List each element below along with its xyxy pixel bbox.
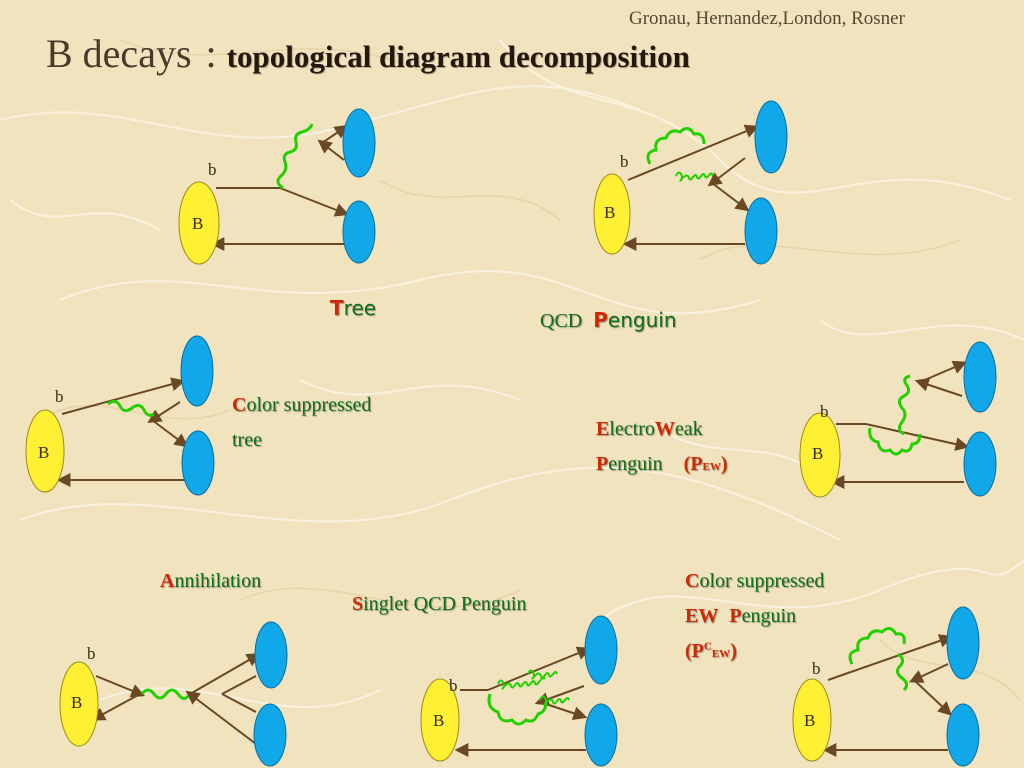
quark-line [908, 663, 949, 683]
meson-B-label: B [812, 444, 824, 463]
b-quark-label: b [812, 659, 821, 678]
W-boson-loop [487, 693, 548, 726]
final-meson [342, 200, 376, 264]
quark-line [913, 679, 953, 716]
meson-B-label: B [433, 711, 445, 730]
quark-line [185, 690, 257, 745]
final-meson [584, 703, 618, 767]
quark-line [317, 139, 345, 161]
meson-B [799, 412, 841, 498]
label-electroweak-penguin: ElectroWeak Penguin (PEW) [596, 418, 728, 475]
meson-B [792, 678, 832, 762]
final-meson [254, 621, 288, 689]
diagram-singlet-qcd-penguin [420, 615, 618, 767]
Z-photon [897, 374, 911, 436]
label-singlet-qcd-penguin: Singlet QCD Penguin [352, 593, 527, 615]
final-meson [744, 197, 778, 265]
gluon [675, 171, 714, 182]
meson-B [178, 181, 220, 265]
b-quark-label: b [55, 387, 64, 406]
title-subtitle: topological diagram decomposition [226, 39, 690, 74]
diagram-qcd-penguin [593, 100, 788, 265]
gluon [527, 669, 558, 680]
quark-line [707, 157, 746, 187]
W-boson [140, 688, 190, 701]
b-quark-label: b [620, 152, 629, 171]
quark-line [827, 634, 954, 681]
meson-B-label: B [192, 214, 204, 233]
title-main: B decays [46, 31, 192, 76]
quark-line [61, 377, 186, 415]
meson-B [59, 661, 99, 747]
quark-line [91, 693, 141, 721]
b-quark-label: b [87, 644, 96, 663]
diagram-color-suppressed-tree [25, 335, 215, 496]
W-boson-loop [868, 427, 922, 456]
quark-line [914, 378, 963, 397]
quark-line [221, 675, 257, 695]
label-color-suppressed-tree: Color suppressed tree [232, 394, 372, 451]
quark-line [711, 182, 750, 212]
diagram-annihilation [59, 621, 288, 767]
title-colon: : [205, 31, 217, 76]
Z-photon [895, 652, 909, 692]
gluon [539, 695, 570, 706]
b-quark-label: b [449, 676, 458, 695]
page-title: B decays : topological diagram decomposi… [46, 30, 690, 77]
final-meson [963, 341, 997, 413]
W-boson-loop [848, 627, 906, 665]
quark-line [534, 685, 585, 706]
meson-B [593, 173, 631, 255]
quark-line [627, 124, 760, 181]
author-credit: Gronau, Hernandez,London, Rosner [629, 8, 905, 29]
quark-line [151, 419, 189, 448]
label-color-suppressed-ew-penguin: Color suppressed EW Penguin (PCEW) [685, 570, 825, 662]
quark-line [221, 693, 257, 713]
label-tree: Tree [330, 296, 377, 320]
final-meson [180, 335, 214, 407]
diagram-color-suppressed-ew-penguin [792, 606, 980, 767]
meson-B-label: B [604, 203, 616, 222]
quark-line [147, 401, 181, 424]
meson-B-label: B [71, 693, 83, 712]
quark-line [95, 675, 146, 698]
meson-B-label: B [38, 443, 50, 462]
label-annihilation: Annihilation [160, 570, 262, 592]
label-qcd-penguin: QCD Penguin [540, 308, 677, 332]
b-quark-label: b [208, 160, 217, 179]
quark-line [321, 124, 349, 144]
W-boson [276, 123, 314, 190]
final-meson [584, 615, 618, 685]
diagram-electroweak-penguin [799, 341, 997, 498]
meson-B-label: B [804, 711, 816, 730]
final-meson [253, 703, 287, 767]
final-meson [342, 108, 376, 178]
meson-B [420, 678, 460, 762]
gluon [497, 677, 546, 690]
quark-line [189, 653, 261, 695]
quark-line [865, 423, 970, 451]
final-meson [181, 430, 215, 496]
quark-line [919, 360, 968, 383]
W-boson-loop [646, 127, 706, 165]
final-meson [946, 703, 980, 767]
meson-B [25, 409, 65, 493]
final-meson [963, 431, 997, 497]
W-boson [107, 399, 155, 417]
b-quark-label: b [820, 402, 829, 421]
final-meson [754, 100, 788, 174]
diagram-tree [178, 108, 376, 265]
quark-line [279, 187, 350, 217]
final-meson [946, 606, 980, 680]
